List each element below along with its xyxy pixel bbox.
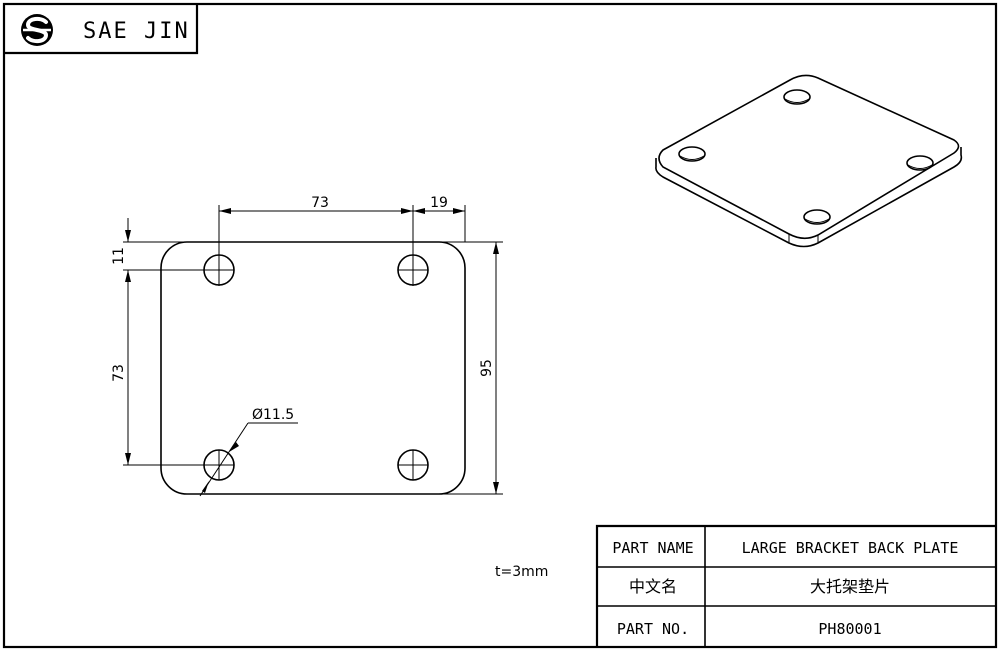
- dim-hole-diameter: Ø11.5: [199, 407, 298, 497]
- iso-plate-edge: [655, 147, 963, 248]
- logo-box-frame: [4, 4, 199, 55]
- plate-front-view: 73 19 11 73 95 Ø11.5: [111, 195, 503, 497]
- dim-left: 11 73: [111, 218, 131, 465]
- title-block: PART NAME LARGE BRACKET BACK PLATE 中文名 大…: [595, 524, 996, 647]
- dim-top: 73 19: [219, 195, 465, 214]
- plate-outline: [160, 241, 466, 495]
- dim-right-height-label: 95: [479, 359, 495, 377]
- dim-top-edge-label: 19: [430, 195, 448, 211]
- dim-left-pitch-label: 73: [111, 364, 127, 382]
- part-name-value: LARGE BRACKET BACK PLATE: [742, 539, 959, 557]
- dim-left-edge-label: 11: [111, 247, 127, 265]
- chinese-name-value: 大托架垫片: [810, 577, 890, 596]
- dim-top-pitch-label: 73: [311, 195, 329, 211]
- hole-centerlines: [123, 205, 428, 480]
- dim-right: 95: [479, 242, 499, 494]
- part-no-value: PH80001: [818, 620, 881, 638]
- part-name-label: PART NAME: [612, 539, 693, 557]
- logo-box: SAE JIN: [4, 4, 199, 55]
- iso-plate-top: [658, 74, 960, 240]
- iso-holes: [678, 89, 934, 225]
- dim-hole-dia-label: Ø11.5: [252, 407, 294, 423]
- thickness-note: t=3mm: [495, 564, 548, 580]
- sj-emblem-icon: [21, 14, 53, 46]
- extension-lines: [123, 205, 503, 495]
- part-no-label: PART NO.: [617, 620, 689, 638]
- plate-isometric-view: [655, 74, 963, 248]
- logo-name: SAE JIN: [83, 19, 190, 44]
- chinese-name-label: 中文名: [629, 577, 677, 596]
